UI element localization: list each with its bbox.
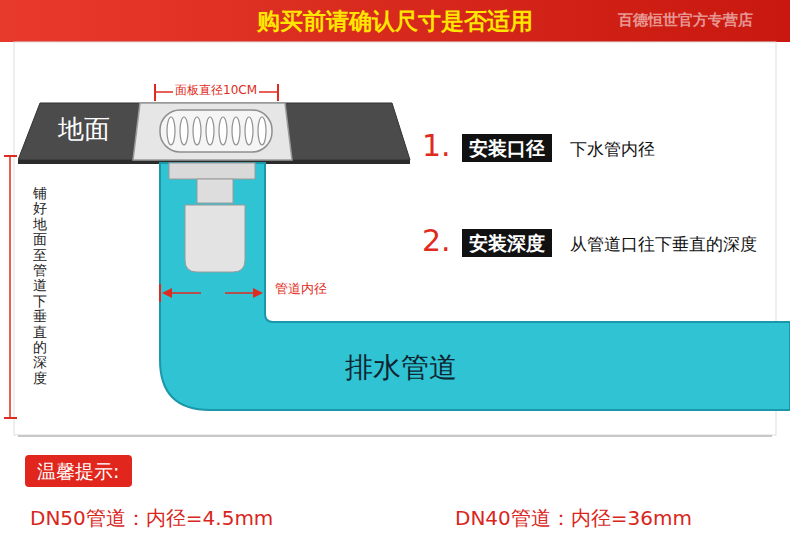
grate-slot [193, 117, 201, 145]
callout-number: 1. [422, 128, 451, 164]
term-box: 安装深度 [462, 229, 552, 257]
node-text: 排水管道 [345, 350, 457, 386]
dimension-tick [4, 417, 17, 419]
pipe-shape [155, 160, 790, 415]
dimension-tick [159, 284, 161, 302]
grate-slot [258, 117, 266, 145]
notice-box: 温馨提示: [25, 455, 132, 487]
drain-pipe [160, 163, 790, 410]
dimension-label: 面板直径10CM [173, 82, 259, 98]
drain-pipe-region: 排水管道 [155, 160, 790, 415]
term-description: 下水管内径 [570, 138, 655, 160]
divider [18, 435, 772, 437]
drain-panel [133, 103, 292, 160]
grate-slot [206, 117, 214, 145]
dimension-label: 管道内径 [275, 281, 327, 297]
arrow-head [162, 288, 172, 298]
dimension-tick [4, 155, 17, 157]
grate-slot [232, 117, 240, 145]
drain-stem [197, 179, 233, 203]
spec-note: DN50管道：内径=4.5mm [30, 504, 273, 532]
title-banner [0, 0, 790, 42]
arrow-head [253, 288, 263, 298]
node-text: 安装口径 [469, 134, 545, 162]
grate-slot [180, 117, 188, 145]
drain-grate [160, 110, 272, 152]
watermark: 百德恒世官方专营店 [618, 11, 753, 30]
dimension-tick [277, 84, 279, 101]
dimension-tick [154, 84, 156, 101]
node-text: 地面 [58, 112, 110, 146]
grate-slot [245, 117, 253, 145]
depth-label: 铺好地面至管道下垂直的深度 [33, 186, 47, 386]
term-box: 安装口径 [462, 134, 552, 162]
floor-slab: 地面 [18, 100, 413, 166]
drain-body-top [169, 163, 255, 179]
spec-note: DN40管道：内径=36mm [455, 504, 692, 532]
node-text: 安装深度 [469, 229, 545, 257]
floor-slab [18, 103, 410, 160]
grate-slot [167, 117, 175, 145]
dimension-line [9, 156, 11, 418]
callout-number: 2. [422, 223, 451, 259]
node-text: 温馨提示: [37, 455, 119, 487]
term-description: 从管道口往下垂直的深度 [570, 233, 757, 255]
drain-core [185, 205, 245, 272]
grate-slot [219, 117, 227, 145]
